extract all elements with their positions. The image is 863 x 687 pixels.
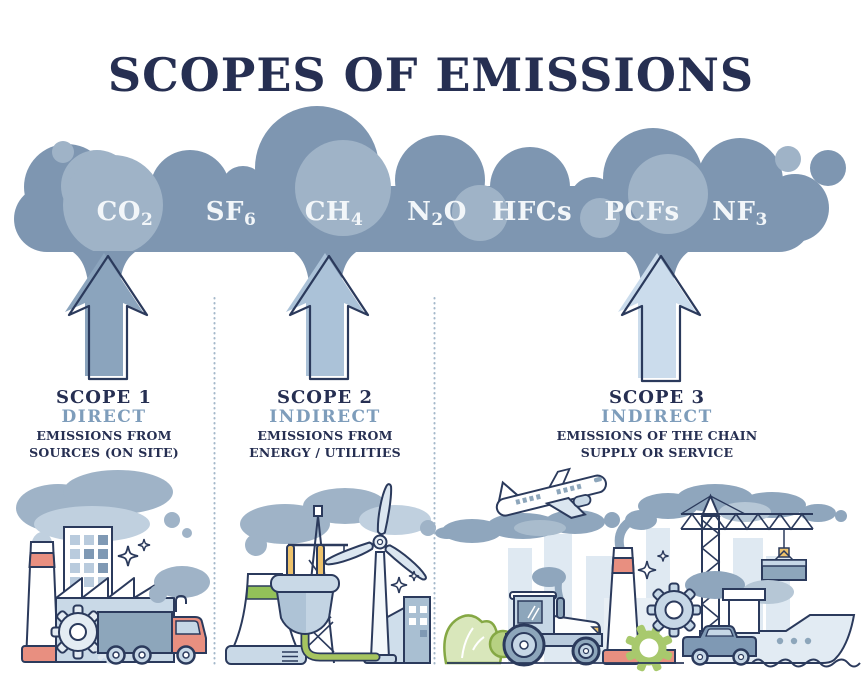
scope-2-label-block: SCOPE 2 INDIRECT EMISSIONS FROM ENERGY /… xyxy=(249,387,401,460)
electric-plug-icon xyxy=(270,544,381,662)
pickup-truck-icon xyxy=(682,625,757,666)
scope-1-label-block: SCOPE 1 DIRECT EMISSIONS FROM SOURCES (O… xyxy=(29,387,179,460)
construction-crane-icon xyxy=(680,493,814,654)
scope-1-title: SCOPE 1 xyxy=(56,387,152,408)
truck-icon xyxy=(97,594,207,665)
scope-3-type: INDIRECT xyxy=(601,407,712,427)
gas-label-hfcs: HFCs xyxy=(492,197,572,227)
scope-2-desc-line1: EMISSIONS FROM xyxy=(257,428,392,443)
cockpit-window xyxy=(593,476,602,483)
scope-2-desc-line2: ENERGY / UTILITIES xyxy=(249,445,401,460)
wind-turbine-icon xyxy=(322,482,431,664)
scope-1-desc-line1: EMISSIONS FROM xyxy=(36,428,171,443)
gas-label-n2o: N2O xyxy=(407,197,467,230)
scope-3-illustration xyxy=(435,467,861,680)
crane-hook xyxy=(778,547,790,558)
sparkle-icon xyxy=(390,576,408,594)
port-building-icon xyxy=(722,588,766,634)
scope-1-illustration xyxy=(16,470,210,665)
scope-3-desc-line1: EMISSIONS OF THE CHAIN xyxy=(557,428,758,443)
sparkle-icon xyxy=(137,538,151,552)
arrow-scope-1 xyxy=(65,253,149,381)
cloud-floating-puff xyxy=(810,150,846,186)
tractor-icon xyxy=(502,591,603,667)
scope-3-title: SCOPE 3 xyxy=(609,387,705,408)
airplane-icon xyxy=(495,467,607,519)
gas-label-co2: CO2 xyxy=(97,197,154,230)
smoke-icon xyxy=(532,567,794,604)
gas-label-nf3: NF3 xyxy=(712,197,768,230)
smoke-icon xyxy=(149,566,210,603)
sparkle-icon xyxy=(117,545,139,567)
arrow-scope-2 xyxy=(286,253,370,381)
water-waves-icon xyxy=(751,658,861,668)
gas-label-ch4: CH4 xyxy=(305,197,364,230)
scope-2-title: SCOPE 2 xyxy=(277,387,373,408)
arrow-scope-3 xyxy=(618,253,702,383)
greenhouse-gas-labels: CO2 SF6 CH4 N2O HFCs PCFs NF3 xyxy=(97,197,768,230)
contrail-smoke-icon xyxy=(435,510,620,543)
gas-label-sf6: SF6 xyxy=(206,197,257,230)
scope-3-desc-line2: SUPPLY OR SERVICE xyxy=(581,445,734,460)
scope-2-type: INDIRECT xyxy=(269,407,380,427)
scope-1-type: DIRECT xyxy=(62,407,147,427)
scope-1-desc-line2: SOURCES (ON SITE) xyxy=(29,445,179,460)
gas-label-pcfs: PCFs xyxy=(604,197,679,227)
smoke-icon xyxy=(625,484,847,530)
cargo-container-icon xyxy=(761,559,807,581)
emissions-cloud xyxy=(14,106,846,282)
scope-3-label-block: SCOPE 3 INDIRECT EMISSIONS OF THE CHAIN … xyxy=(557,387,758,460)
scope-2-illustration xyxy=(225,482,436,665)
page-title: SCOPES OF EMISSIONS xyxy=(108,48,754,102)
